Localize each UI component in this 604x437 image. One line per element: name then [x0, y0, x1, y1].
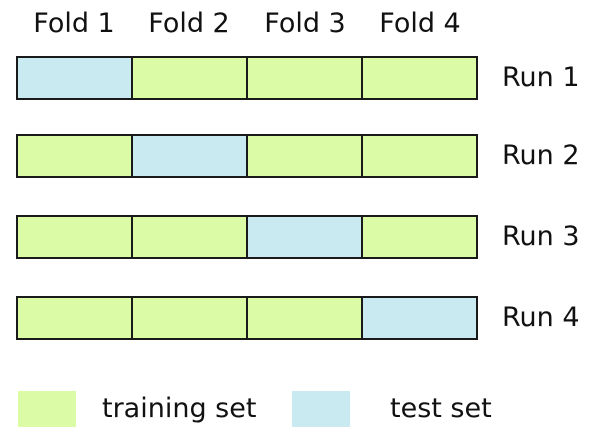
fold-header-1: Fold 1 [33, 8, 115, 39]
run-1-fold-3-cell [246, 58, 361, 98]
fold-header-4: Fold 4 [379, 8, 461, 39]
run-2-fold-2-cell [131, 136, 246, 176]
run-4-fold-2-cell [131, 298, 246, 338]
run-1-fold-4-cell [361, 58, 476, 98]
run-row-3 [16, 215, 478, 259]
run-label-1: Run 1 [502, 62, 580, 93]
run-1-fold-1-cell [18, 58, 131, 98]
run-3-fold-3-cell [246, 217, 361, 257]
run-label-4: Run 4 [502, 302, 580, 333]
run-label-2: Run 2 [502, 140, 580, 171]
run-4-fold-3-cell [246, 298, 361, 338]
fold-header-3: Fold 3 [264, 8, 346, 39]
legend-test-label: test set [390, 393, 492, 424]
run-1-fold-2-cell [131, 58, 246, 98]
run-4-fold-1-cell [18, 298, 131, 338]
legend-training-swatch [18, 391, 76, 427]
run-2-fold-1-cell [18, 136, 131, 176]
run-row-1 [16, 56, 478, 100]
fold-header-2: Fold 2 [148, 8, 230, 39]
legend-training-label: training set [102, 393, 257, 424]
run-3-fold-2-cell [131, 217, 246, 257]
run-label-3: Run 3 [502, 221, 580, 252]
run-2-fold-4-cell [361, 136, 476, 176]
run-4-fold-4-cell [361, 298, 476, 338]
run-3-fold-4-cell [361, 217, 476, 257]
run-row-2 [16, 134, 478, 178]
legend-test-swatch [292, 391, 350, 427]
run-3-fold-1-cell [18, 217, 131, 257]
run-row-4 [16, 296, 478, 340]
run-2-fold-3-cell [246, 136, 361, 176]
